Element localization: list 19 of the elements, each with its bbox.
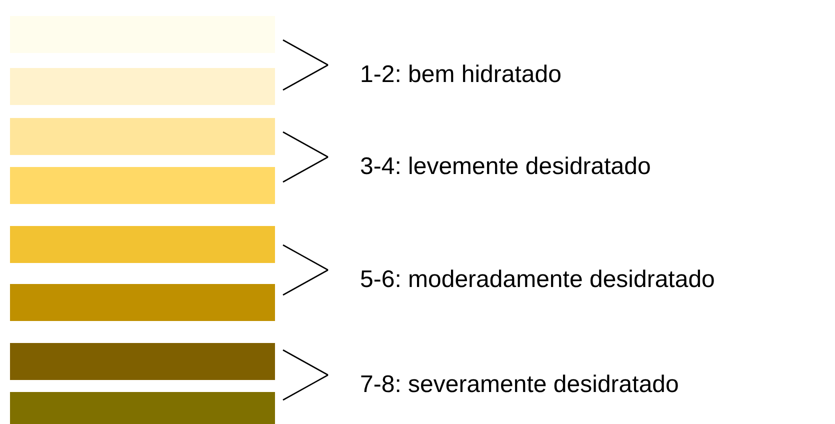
- color-bar: [10, 118, 275, 155]
- hydration-label: 1-2: bem hidratado: [328, 55, 562, 95]
- bracket-line: [282, 39, 328, 66]
- color-bar: [10, 68, 275, 105]
- hydration-label: 7-8: severamente desidratado: [328, 365, 679, 405]
- color-bar: [10, 167, 275, 204]
- color-bar: [10, 226, 275, 263]
- hydration-label: 5-6: moderadamente desidratado: [328, 260, 715, 300]
- bracket-line: [282, 156, 328, 183]
- hydration-label: 3-4: levemente desidratado: [328, 147, 651, 187]
- color-bar: [10, 284, 275, 321]
- color-bar: [10, 392, 275, 424]
- bracket-line: [282, 269, 328, 296]
- bracket-line: [282, 374, 328, 401]
- bracket-line: [282, 64, 328, 91]
- bracket-line: [282, 131, 328, 158]
- bracket-line: [282, 349, 328, 376]
- bracket-line: [282, 244, 328, 271]
- color-bar: [10, 343, 275, 380]
